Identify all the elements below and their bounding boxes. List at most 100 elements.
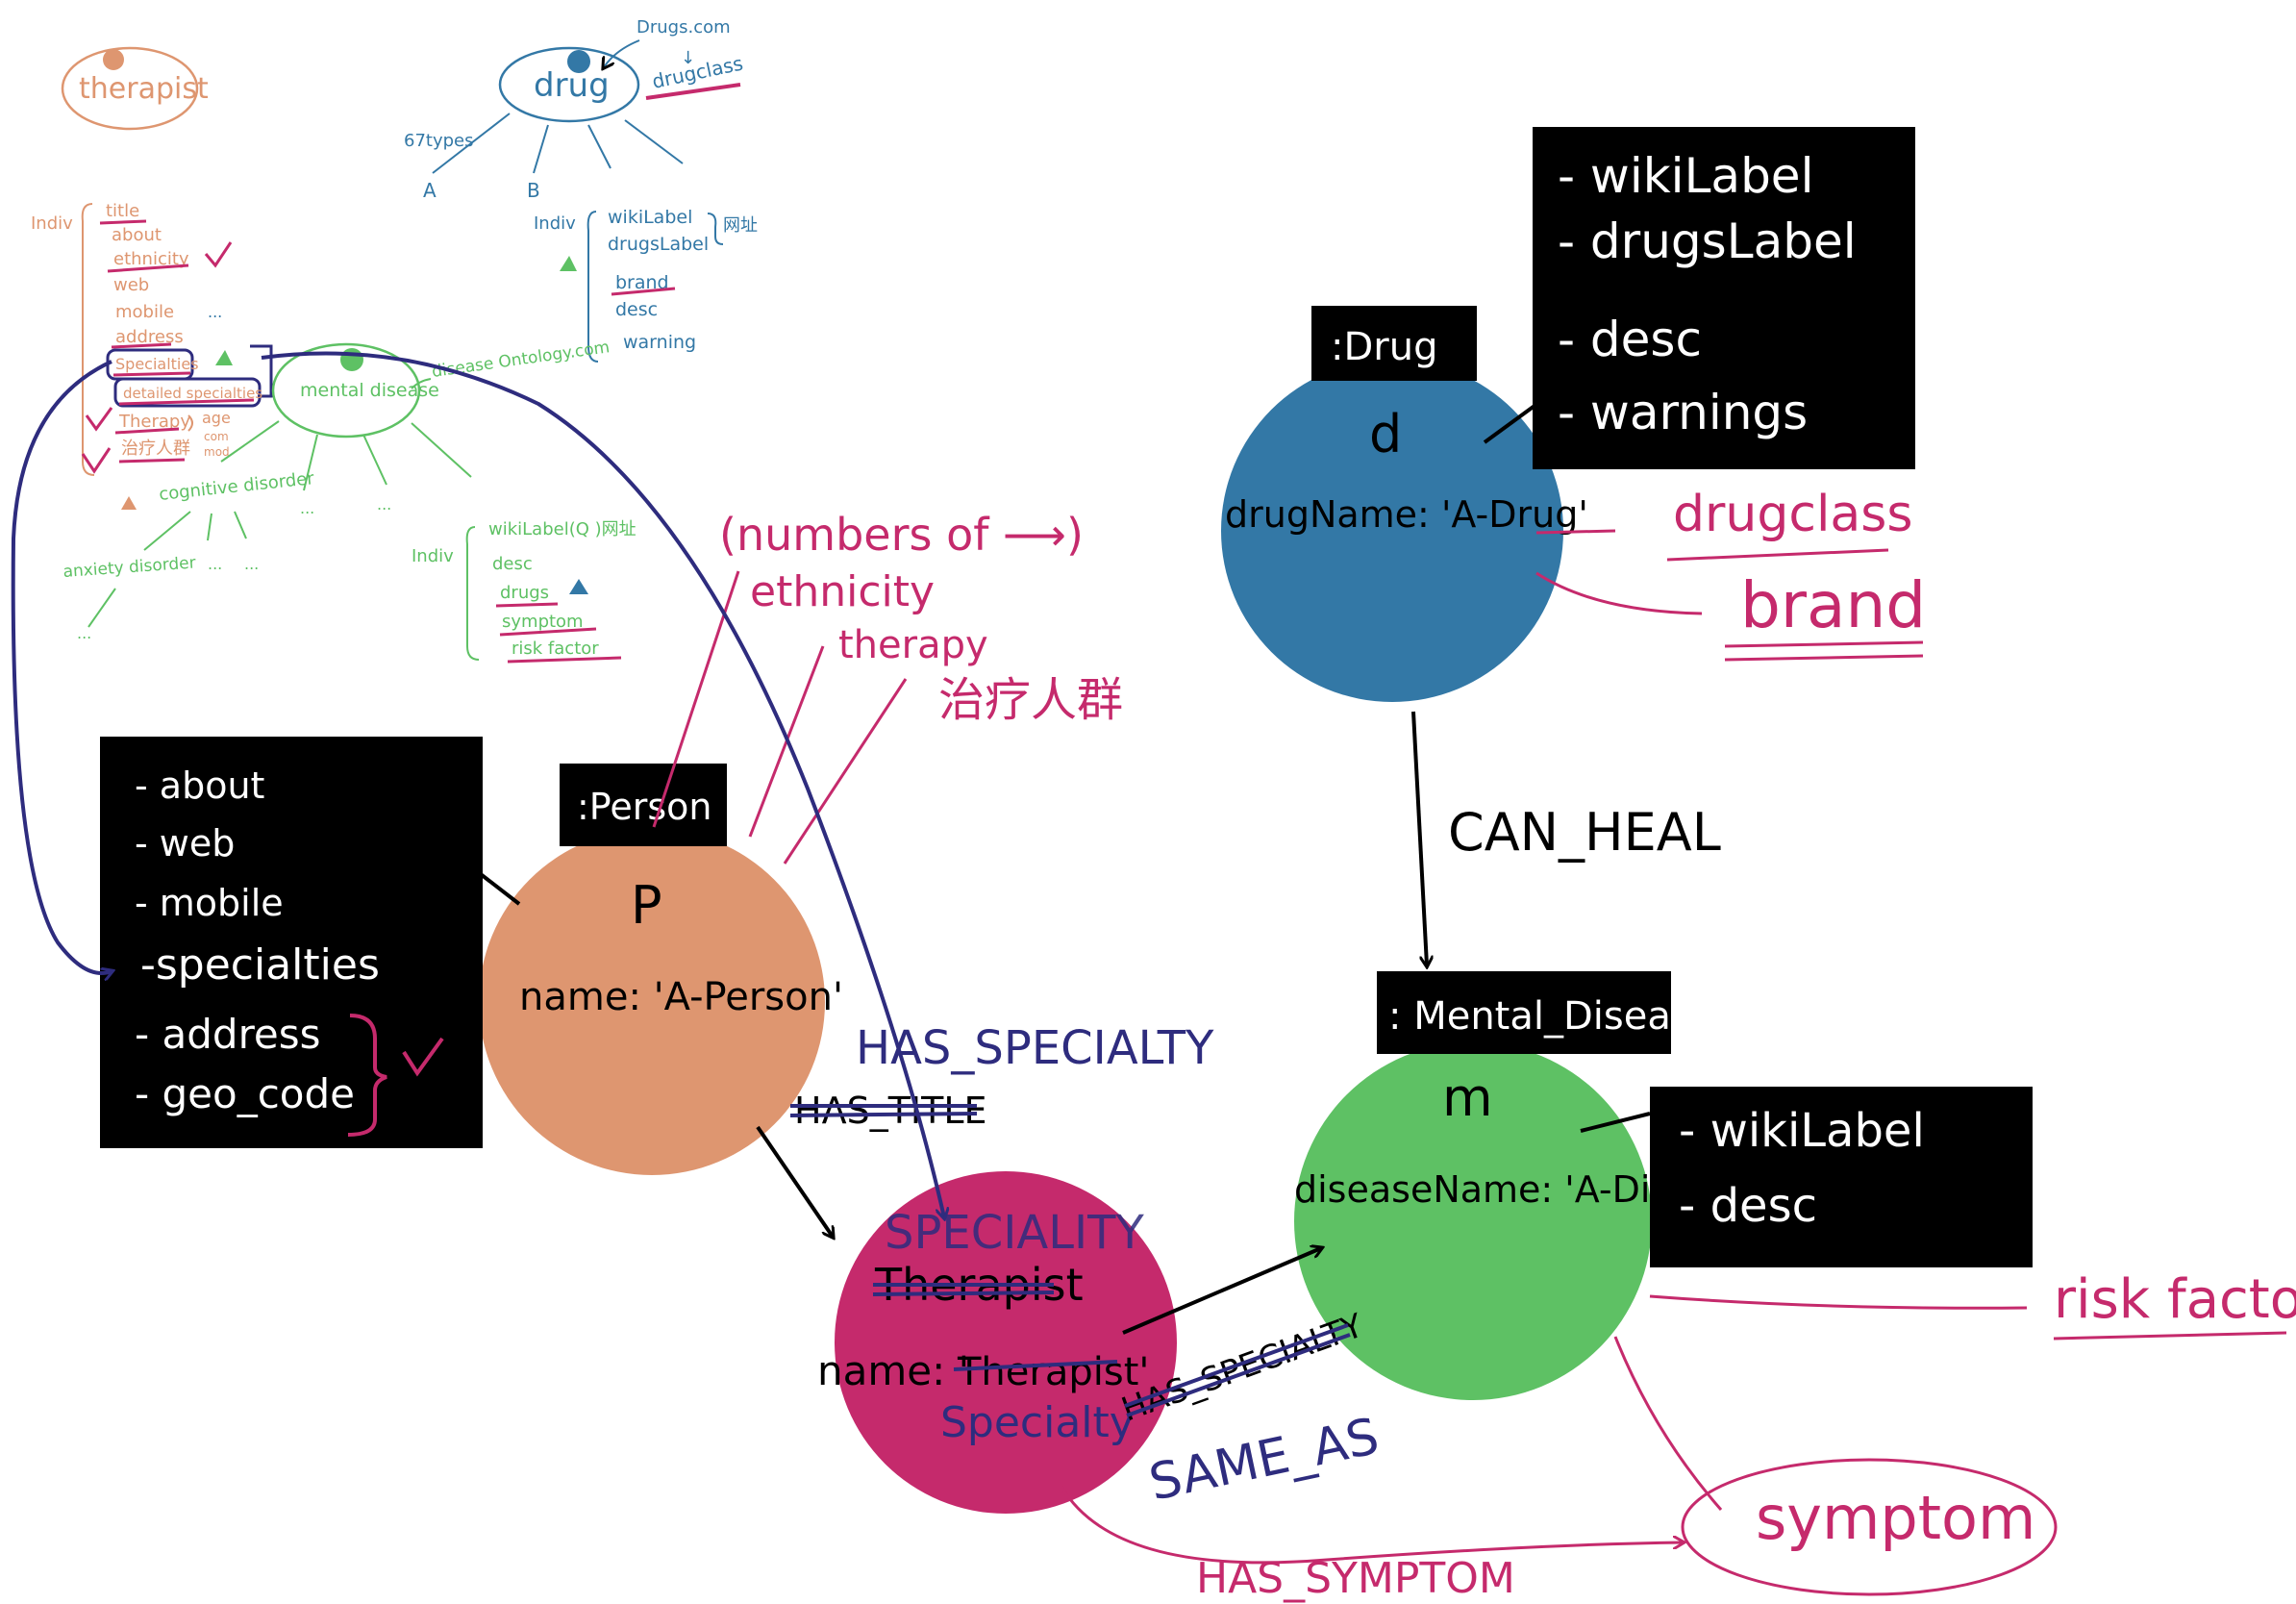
sketch-age-2: mod: [204, 445, 230, 459]
specialties-underline: [112, 371, 191, 377]
drug-label: :Drug: [1331, 325, 1437, 369]
person-var: P: [631, 875, 662, 936]
drug-branch-4: [624, 119, 684, 164]
drug-var: d: [1369, 404, 1402, 464]
brand-note-underline-2: [1724, 654, 1924, 662]
drug-prop-2: - desc: [1558, 312, 1702, 367]
can-heal-edge: [1411, 711, 1427, 965]
has-symptom-edge: [1060, 1486, 1683, 1565]
old-value-strike: [953, 1360, 1118, 1371]
person-prop-2: - mobile: [135, 882, 284, 924]
address-brace: [347, 1014, 387, 1137]
risk-factor-leader: [1649, 1294, 2028, 1310]
mental-disease-bubble: [271, 342, 421, 439]
sketch-therapist-prop-1: about: [112, 225, 162, 245]
brand-underline: [611, 287, 676, 296]
therapy-underline: [114, 427, 180, 435]
sketch-disease-prop-0: wikiLabel(Q )网址: [488, 519, 636, 539]
sketch-disease-prop-1: desc: [492, 554, 533, 574]
sketch-b: B: [527, 179, 540, 202]
person-prop-5: - geo_code: [135, 1070, 355, 1117]
same-as-label: SAME_AS: [1144, 1408, 1384, 1513]
drugs-com-arrow: [604, 39, 640, 67]
specialty-new-value: Specialty: [940, 1398, 1135, 1447]
risk-underline: [507, 656, 622, 664]
sketch-disease-prop-4: risk factor: [512, 639, 599, 659]
drug-bubble: [498, 46, 640, 123]
drug-note-brace: [707, 213, 724, 245]
sketch-therapist-prop-9: 治疗人群: [121, 439, 190, 459]
disease-branch-4: [411, 422, 472, 478]
drugclass-leader: [1535, 529, 1616, 535]
sketch-dots-3: ...: [208, 555, 222, 573]
specialty-node: SPECIALITY Therapist name: ' Therapist' …: [817, 1171, 1177, 1514]
specialty-circle: [835, 1171, 1177, 1514]
symptom-leader: [1613, 1336, 1723, 1511]
disease-branch-2: [303, 434, 318, 491]
drugs-underline: [495, 602, 559, 608]
disease-circle: [1294, 1042, 1652, 1400]
sketch-dots-1: ...: [300, 499, 314, 517]
therapy-check-icon: [85, 407, 113, 432]
sketch-therapist-prop-8: Therapy: [118, 412, 190, 432]
person-prop-1: - web: [135, 822, 235, 865]
disease-prop-1: - desc: [1679, 1179, 1817, 1233]
sketch-drugs-com: Drugs.com: [636, 17, 731, 38]
specialty-new-label: SPECIALITY: [885, 1206, 1144, 1260]
risk-factor-underline: [2053, 1331, 2287, 1341]
therapist-bubble: [61, 46, 199, 131]
detailed-underline: [118, 398, 255, 406]
sketch-therapist-prop-5: address: [115, 327, 184, 347]
sketch-drug-prop-1: drugsLabel: [608, 234, 709, 255]
sketch-down-arrow: ↓: [681, 48, 695, 68]
symptom-ellipse: [1681, 1458, 2058, 1596]
disease-dot-icon: [340, 348, 363, 371]
sketch-therapist-prop-7: detailed specialties: [123, 385, 262, 402]
disease-label-box: [1377, 971, 1671, 1054]
disease-props-bg: [1650, 1087, 2033, 1267]
specialty-old-value: Therapist': [957, 1350, 1149, 1394]
specialties-triangle-icon: [215, 350, 233, 365]
drug-prop-1: - drugsLabel: [1558, 213, 1857, 269]
disease-node: : Mental_Disease m diseaseName: 'A-Disea…: [1294, 971, 1766, 1400]
person-note-0: (numbers of ⟶): [719, 509, 1084, 561]
age-brace: [187, 414, 193, 432]
drug-branch-1: [432, 113, 511, 174]
disease-var: m: [1442, 1067, 1493, 1128]
sketch-anxiety: anxiety disorder: [62, 553, 196, 582]
drug-prop-0: - wikiLabel: [1558, 148, 1813, 204]
drug-label-box: [1311, 306, 1477, 381]
has-specialty-label: HAS_SPECIALTY: [856, 1021, 1214, 1075]
drug-node: :Drug d drugName: 'A-Drug': [1221, 306, 1588, 702]
person-props-box: - about - web - mobile -specialties - ad…: [100, 737, 483, 1148]
person-prop-4: - address: [135, 1011, 321, 1058]
specialties-bracket: [250, 344, 273, 398]
sketch-age-0: age: [202, 409, 231, 427]
sketch-dots-5: ...: [77, 624, 91, 642]
has-title-strike-2: [789, 1112, 978, 1117]
brand-leader: [1535, 571, 1703, 615]
disease-note-1: symptom: [1756, 1483, 2035, 1553]
drug-box-connector: [1483, 404, 1536, 444]
sketch-age-1: com: [204, 430, 229, 443]
person-box-connector: [475, 869, 521, 906]
person-circle: [479, 829, 825, 1175]
sketch-dots-mobile: ...: [208, 303, 222, 321]
has-specialty-edge: [756, 1125, 833, 1237]
sketch-therapist-prop-6: Specialties: [115, 355, 199, 373]
disease-label: : Mental_Disease: [1388, 994, 1714, 1039]
crowd-check-icon: [81, 447, 112, 474]
drug-name-prop: drugName: 'A-Drug': [1225, 493, 1588, 536]
drug-triangle-icon: [560, 256, 577, 271]
cognitive-branch-2: [207, 513, 212, 541]
sketch-therapist-prop-0: title: [106, 201, 139, 221]
drug-note-1: brand: [1740, 568, 1926, 642]
address-check-icon: [402, 1037, 444, 1077]
sketch-therapist-prop-2: ethnicity: [113, 249, 189, 269]
detailed-specialties-highlight: [113, 377, 262, 408]
sketch-therapist-indiv: Indiv: [31, 213, 73, 234]
sketch-disease-indiv: Indiv: [412, 546, 454, 566]
person-note-1: ethnicity: [750, 567, 935, 616]
disease-props-box: - wikiLabel - desc: [1650, 1087, 2033, 1267]
